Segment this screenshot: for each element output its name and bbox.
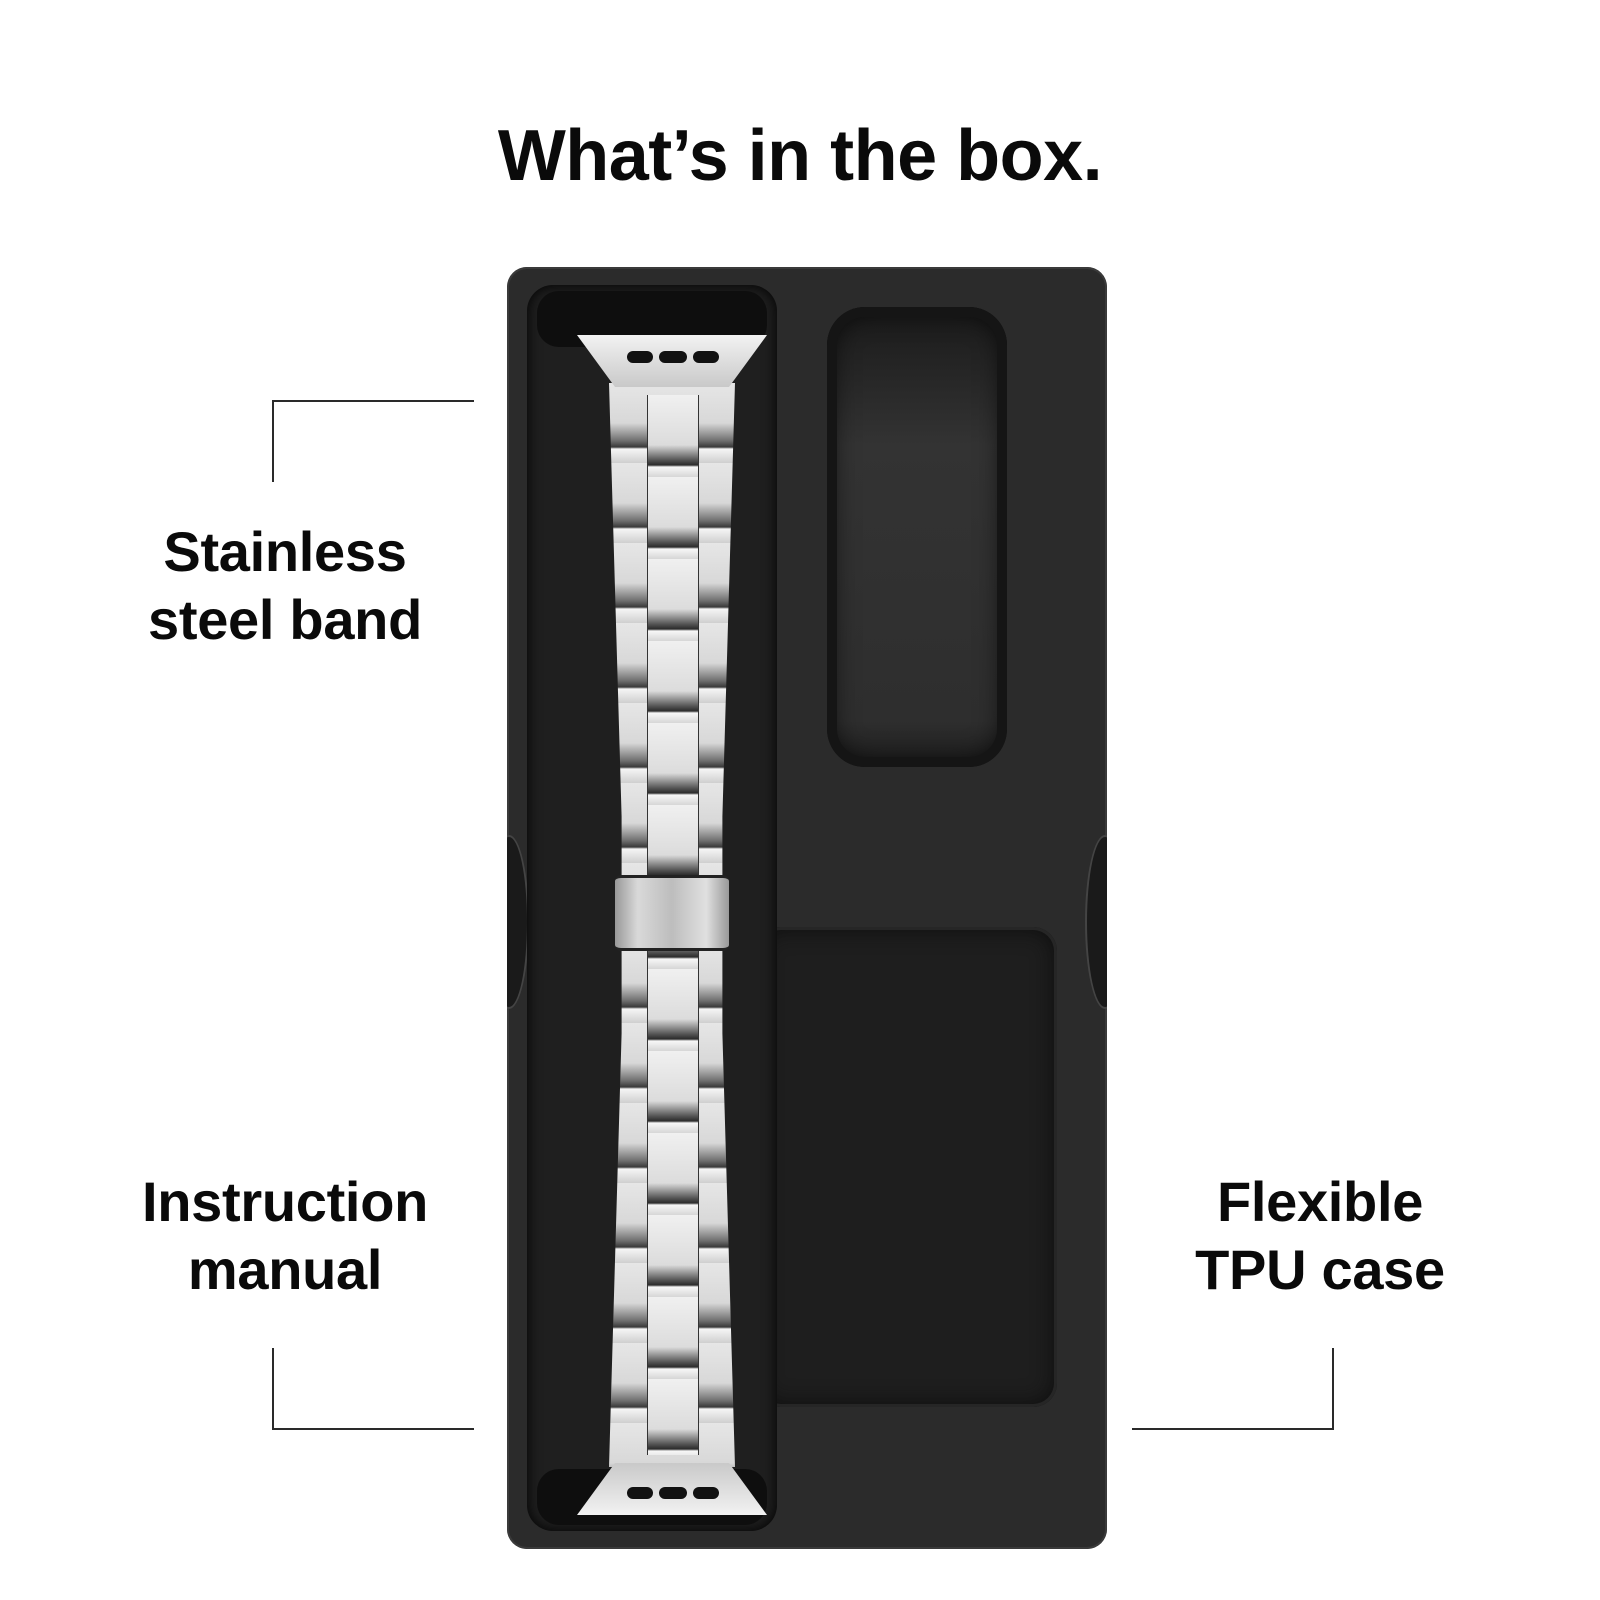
- label-instruction-manual: Instruction manual: [110, 1168, 460, 1304]
- manual-compartment: [827, 307, 1007, 767]
- band-clasp: [615, 875, 729, 951]
- case-compartment: [757, 927, 1057, 1407]
- label-line: Stainless: [163, 520, 407, 583]
- band-lug-top: [577, 335, 767, 387]
- steel-band-image: [577, 335, 767, 1515]
- label-line: manual: [187, 1238, 383, 1301]
- lug-hole: [659, 351, 687, 363]
- label-line: steel band: [148, 588, 422, 651]
- label-line: Instruction: [141, 1170, 429, 1233]
- band-lug-bottom: [577, 1463, 767, 1515]
- lug-hole: [693, 1487, 719, 1499]
- callout-line-manual: [272, 1348, 474, 1430]
- page-title: What’s in the box.: [497, 116, 1103, 197]
- band-compartment: [527, 285, 777, 1531]
- label-stainless-steel-band: Stainless steel band: [120, 518, 450, 654]
- label-flexible-tpu-case: Flexible TPU case: [1155, 1168, 1485, 1304]
- lug-hole: [693, 351, 719, 363]
- label-line: TPU case: [1195, 1238, 1445, 1301]
- tray-notch-left: [507, 835, 529, 1009]
- lug-hole: [659, 1487, 687, 1499]
- tray-notch-right: [1085, 835, 1107, 1009]
- callout-line-case: [1132, 1348, 1334, 1430]
- lug-hole: [627, 1487, 653, 1499]
- lug-hole: [627, 351, 653, 363]
- packaging-tray: [507, 267, 1107, 1549]
- callout-line-band: [272, 400, 474, 482]
- label-line: Flexible: [1216, 1170, 1424, 1233]
